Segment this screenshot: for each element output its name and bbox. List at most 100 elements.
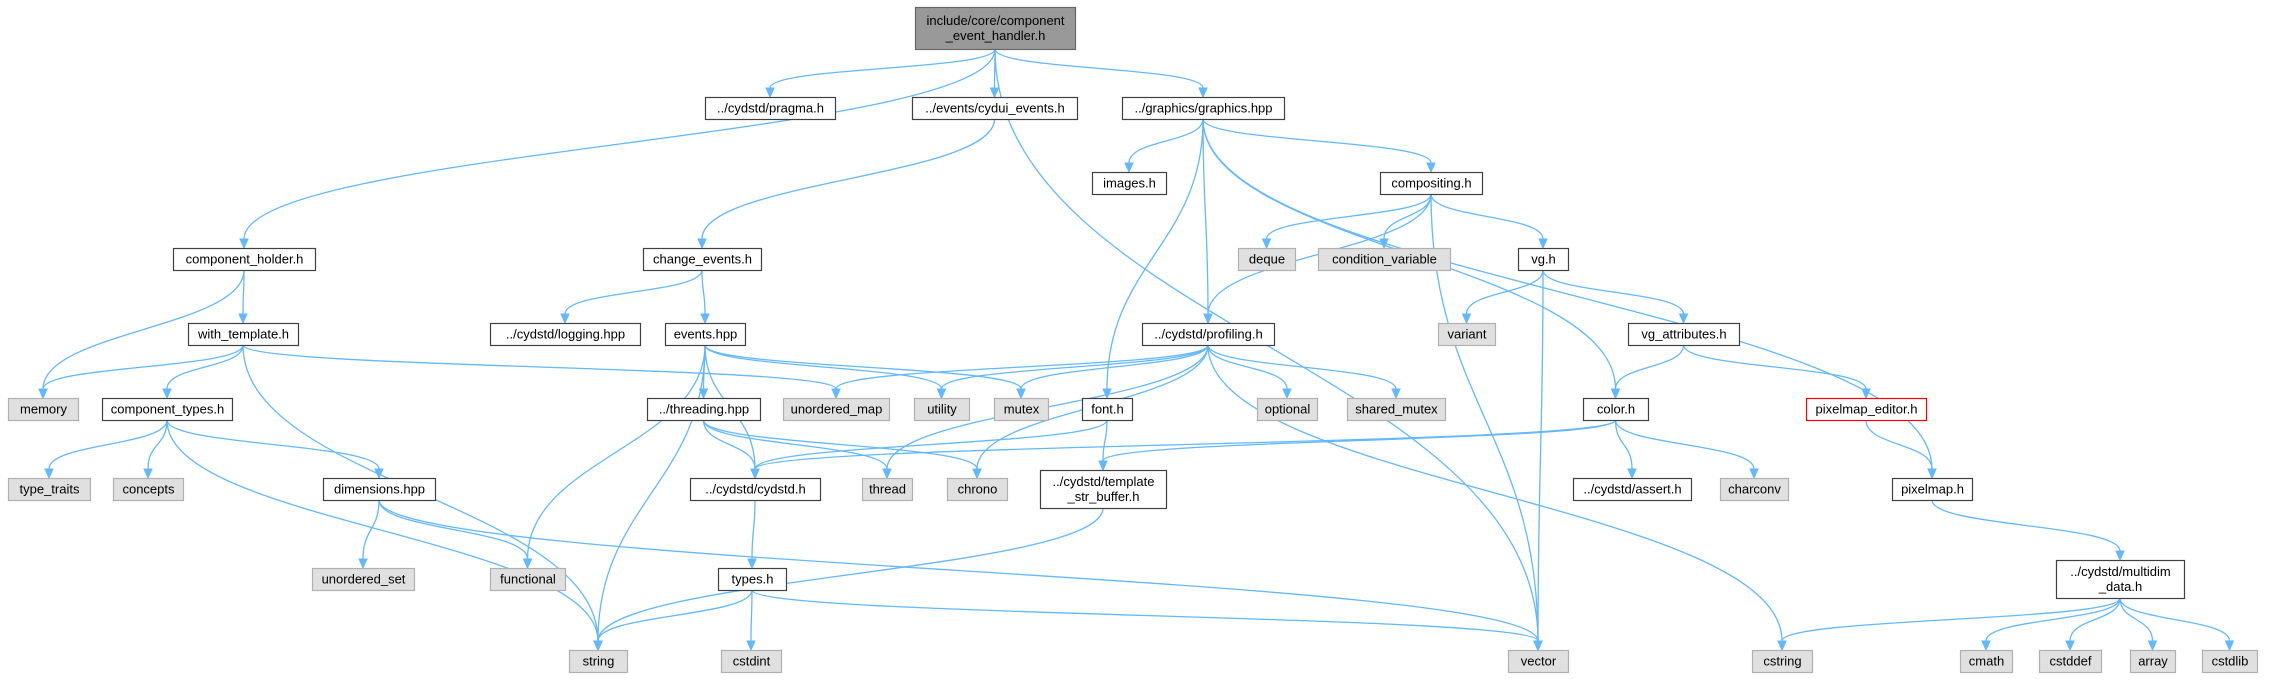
edge-root-to-graphics (994, 48, 1208, 99)
node-font[interactable]: font.h (1081, 397, 1134, 422)
edge-vg_attributes-to-pixelmap_editor (1682, 344, 1871, 400)
edge-pixelmap-to-multidim (1931, 499, 2125, 562)
node-label: shared_mutex (1355, 402, 1438, 417)
node-label: compositing.h (1391, 176, 1471, 191)
node-label: ../cydstd/logging.hpp (506, 327, 625, 342)
node-change-events[interactable]: change_events.h (642, 247, 763, 272)
node-cydstd[interactable]: ../cydstd/cydstd.h (689, 477, 822, 502)
node-label: deque (1249, 252, 1285, 267)
node-label: font.h (1091, 402, 1124, 417)
node-label: chrono (958, 482, 998, 497)
edge-compositing-to-deque (1261, 193, 1432, 250)
node-label: types.h (732, 572, 774, 587)
node-threading[interactable]: ../threading.hpp (646, 397, 762, 422)
node-dimensions[interactable]: dimensions.hpp (322, 477, 437, 502)
edge-types-to-cstdint (746, 589, 756, 652)
node-logging[interactable]: ../cydstd/logging.hpp (489, 322, 642, 347)
edge-vg_attributes-to-color (1610, 344, 1685, 400)
node-label: with_template.h (197, 327, 289, 342)
edge-change_events-to-logging (560, 269, 703, 325)
node-cstddef: cstddef (2038, 649, 2103, 674)
node-label: component_holder.h (186, 252, 304, 267)
node-with-template[interactable]: with_template.h (187, 322, 300, 347)
node-cstring: cstring (1751, 649, 1814, 674)
edge-vg-to-vg_attributes (1542, 269, 1689, 325)
node-label: ../events/cydui_events.h (925, 101, 1064, 116)
edges-layer (38, 48, 2235, 652)
edge-profiling-to-optional (1207, 344, 1292, 400)
node-unordered-set: unordered_set (311, 567, 416, 592)
node-label: vector (1521, 654, 1557, 669)
edge-root-to-pragma (765, 48, 996, 99)
edge-dimensions-to-functional (378, 499, 533, 570)
edge-component_holder-to-with_template (238, 269, 248, 325)
node-label: cmath (1969, 654, 2004, 669)
node-label: thread (869, 482, 906, 497)
edge-color-to-assert (1614, 419, 1637, 480)
edge-types-to-string (593, 589, 753, 652)
edge-events-to-mutex (704, 344, 1026, 400)
edge-graphics-to-profiling (1202, 118, 1213, 325)
node-label: ../threading.hpp (659, 402, 749, 417)
node-label: images.h (1103, 176, 1156, 191)
node-charconv: charconv (1719, 477, 1790, 502)
node-label: optional (1265, 402, 1311, 417)
node-events[interactable]: events.hpp (664, 322, 747, 347)
edge-events-to-utility (704, 344, 947, 400)
node-label: _event_handler.h (945, 28, 1046, 43)
node-assert[interactable]: ../cydstd/assert.h (1572, 477, 1693, 502)
node-label: cstdint (733, 654, 771, 669)
edge-events-to-functional (522, 344, 706, 570)
node-label: utility (927, 402, 957, 417)
edge-template_str-to-string (593, 507, 1104, 652)
node-deque: deque (1237, 247, 1297, 272)
node-label: pixelmap.h (1901, 482, 1964, 497)
node-label: functional (500, 572, 556, 587)
node-cmath: cmath (1959, 649, 2014, 674)
node-compositing[interactable]: compositing.h (1379, 171, 1484, 196)
node-array: array (2129, 649, 2177, 674)
node-label: charconv (1728, 482, 1781, 497)
node-template-str[interactable]: ../cydstd/template_str_buffer.h (1039, 469, 1168, 510)
edge-cydstd-to-types (747, 499, 757, 570)
node-component-types[interactable]: component_types.h (101, 397, 234, 422)
node-label: include/core/component (926, 13, 1064, 28)
node-memory: memory (7, 397, 80, 422)
edge-component_types-to-dimensions (166, 419, 384, 480)
node-types[interactable]: types.h (717, 567, 788, 592)
node-images[interactable]: images.h (1091, 171, 1168, 196)
edge-multidim-to-cmath (1981, 597, 2121, 652)
node-concepts: concepts (112, 477, 185, 502)
edge-graphics-to-images (1124, 118, 1204, 174)
node-label: cstring (1763, 654, 1801, 669)
edge-root-to-component_holder (239, 48, 996, 250)
node-condition-variable: condition_variable (1317, 247, 1452, 272)
nodes-layer: include/core/component_event_handler.h..… (7, 6, 2259, 674)
node-graphics[interactable]: ../graphics/graphics.hpp (1121, 96, 1286, 121)
edge-color-to-cydstd (750, 419, 1617, 480)
node-profiling[interactable]: ../cydstd/profiling.h (1141, 322, 1276, 347)
edge-profiling-to-unordered_map (831, 344, 1209, 400)
node-label: vg_attributes.h (1641, 327, 1726, 342)
edge-component_types-to-type_traits (44, 419, 168, 480)
node-pixelmap-editor[interactable]: pixelmap_editor.h (1805, 397, 1928, 422)
node-color[interactable]: color.h (1582, 397, 1650, 422)
edge-font-to-cydstd (750, 419, 1108, 480)
edge-profiling-to-mutex (1016, 344, 1209, 400)
node-vg[interactable]: vg.h (1517, 247, 1570, 272)
node-label: ../cydstd/multidim (2070, 564, 2170, 579)
edge-dimensions-to-unordered_set (358, 499, 380, 570)
node-multidim[interactable]: ../cydstd/multidim_data.h (2055, 559, 2186, 600)
node-label: cstddef (2050, 654, 2092, 669)
node-chrono: chrono (946, 477, 1009, 502)
node-label: memory (20, 402, 67, 417)
node-component-holder[interactable]: component_holder.h (172, 247, 317, 272)
node-label: array (2138, 654, 2168, 669)
node-cydui-events[interactable]: ../events/cydui_events.h (911, 96, 1079, 121)
node-vg-attributes[interactable]: vg_attributes.h (1627, 322, 1741, 347)
edge-color-to-charconv (1614, 419, 1759, 480)
node-pragma[interactable]: ../cydstd/pragma.h (704, 96, 837, 121)
node-label: _str_buffer.h (1066, 489, 1139, 504)
node-pixelmap[interactable]: pixelmap.h (1891, 477, 1974, 502)
